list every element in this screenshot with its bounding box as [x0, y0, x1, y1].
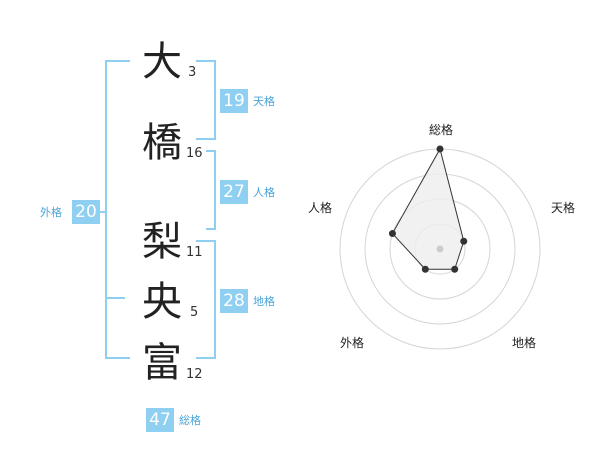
name-char-3: 梨: [142, 219, 182, 265]
jinkaku-value-badge: 27: [220, 180, 248, 204]
radar-point-1: [460, 237, 468, 245]
name-char-5: 富: [142, 340, 182, 386]
gaikaku-value-badge: 20: [72, 200, 100, 224]
tenkaku-value-badge: 19: [220, 89, 248, 113]
gaikaku-bracket: [105, 60, 130, 359]
chikaku-label: 地格: [253, 295, 275, 308]
radar-data-polygon: [391, 147, 465, 270]
tenkaku-bracket: [196, 60, 216, 140]
chikaku-value-badge: 28: [220, 289, 248, 313]
radar-point-0: [436, 145, 444, 153]
gaikaku-connector: [98, 211, 106, 213]
radar-center-dot: [436, 245, 444, 253]
stroke-count-4: 5: [190, 305, 199, 320]
radar-axis-label-tenkaku: 天格: [551, 200, 575, 215]
name-char-1: 大: [142, 39, 182, 85]
stroke-count-5: 12: [186, 367, 203, 382]
radar-point-3: [421, 265, 429, 273]
name-char-2: 橋: [142, 120, 182, 166]
radar-axis-label-jinkaku: 人格: [308, 200, 332, 215]
stroke-count-1: 3: [188, 65, 197, 80]
gaikaku-label: 外格: [40, 206, 62, 219]
soukaku-label: 総格: [179, 414, 201, 427]
radar-axis-label-gaikaku: 外格: [340, 335, 364, 350]
radar-axis-label-chikaku: 地格: [512, 335, 536, 350]
soukaku-value-badge: 47: [146, 408, 174, 432]
radar-point-2: [451, 265, 459, 273]
chikaku-bracket: [196, 240, 216, 359]
tenkaku-label: 天格: [253, 95, 275, 108]
stroke-count-2: 16: [186, 146, 203, 161]
jinkaku-label: 人格: [253, 186, 275, 199]
jinkaku-bracket: [206, 150, 216, 230]
name-char-4: 央: [142, 279, 182, 325]
stroke-count-3: 11: [186, 245, 203, 260]
radar-axis-label-soukaku: 総格: [429, 122, 453, 137]
radar-point-4: [388, 230, 396, 238]
gaikaku-bracket-tick: [105, 297, 125, 299]
